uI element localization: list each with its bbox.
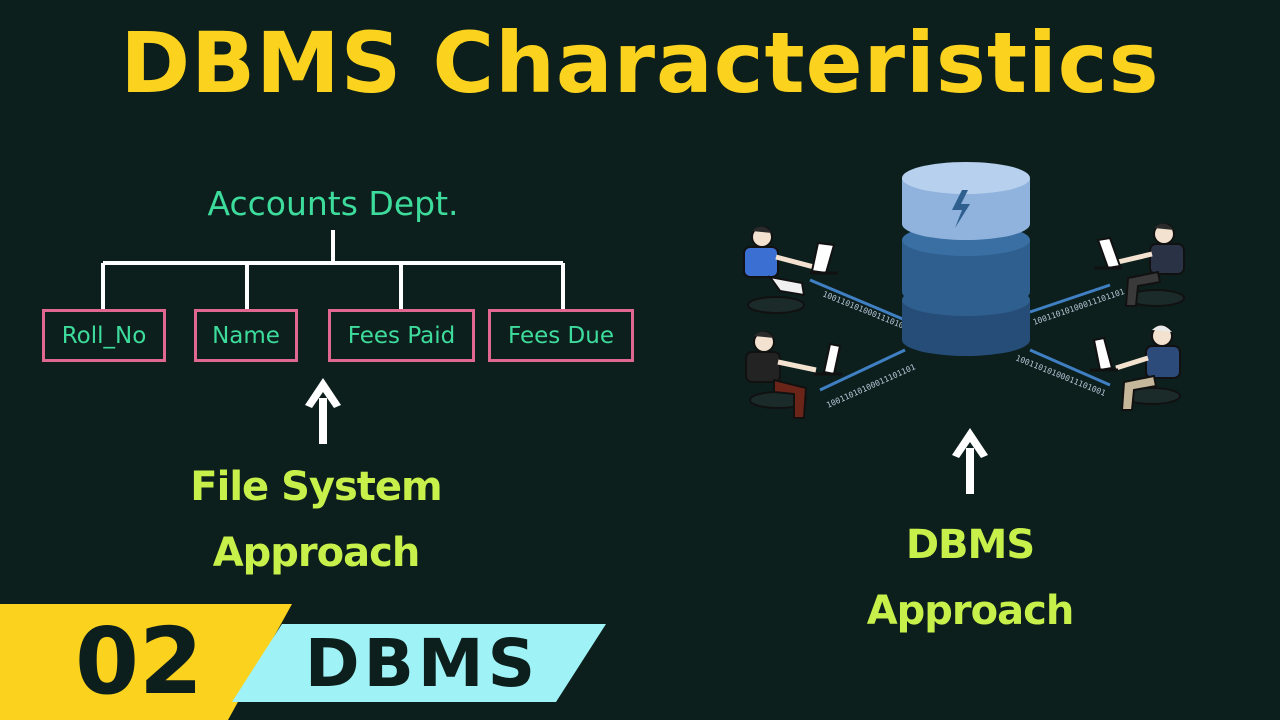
dbms-approach-label: DBMS Approach xyxy=(820,512,1120,644)
user-at-laptop-icon xyxy=(1094,223,1185,307)
topic-badge: DBMS xyxy=(304,625,540,702)
user-at-laptop-icon xyxy=(745,331,842,419)
binary-text: 10011010100011101001 xyxy=(1014,354,1107,398)
label-line: Approach xyxy=(866,588,1075,634)
network-links xyxy=(809,278,1111,392)
up-arrow-icon xyxy=(305,378,341,444)
field-name: Name xyxy=(194,309,298,362)
label-line: DBMS xyxy=(905,522,1035,568)
user-at-laptop-icon xyxy=(743,226,838,314)
hierarchy-connectors xyxy=(101,230,565,309)
field-fees-due: Fees Due xyxy=(488,309,634,362)
label-line: File System xyxy=(190,464,442,510)
up-arrow-icon xyxy=(952,428,988,494)
binary-text: 10011010100011101101 xyxy=(825,362,917,409)
lightning-icon xyxy=(952,190,970,228)
binary-text: 1001101010001110101 xyxy=(821,290,909,333)
page-title: DBMS Characteristics xyxy=(120,14,1160,112)
badge-cyan-shape xyxy=(232,624,606,702)
field-roll-no: Roll_No xyxy=(42,309,166,362)
label-line: Approach xyxy=(212,530,421,576)
episode-number: 02 xyxy=(74,608,204,715)
user-at-laptop-icon xyxy=(1090,325,1181,411)
database-icon xyxy=(902,162,1030,356)
field-fees-paid: Fees Paid xyxy=(328,309,475,362)
badge-yellow-shape xyxy=(0,604,292,720)
department-label: Accounts Dept. xyxy=(207,184,459,223)
file-system-approach-label: File System Approach xyxy=(156,454,476,586)
